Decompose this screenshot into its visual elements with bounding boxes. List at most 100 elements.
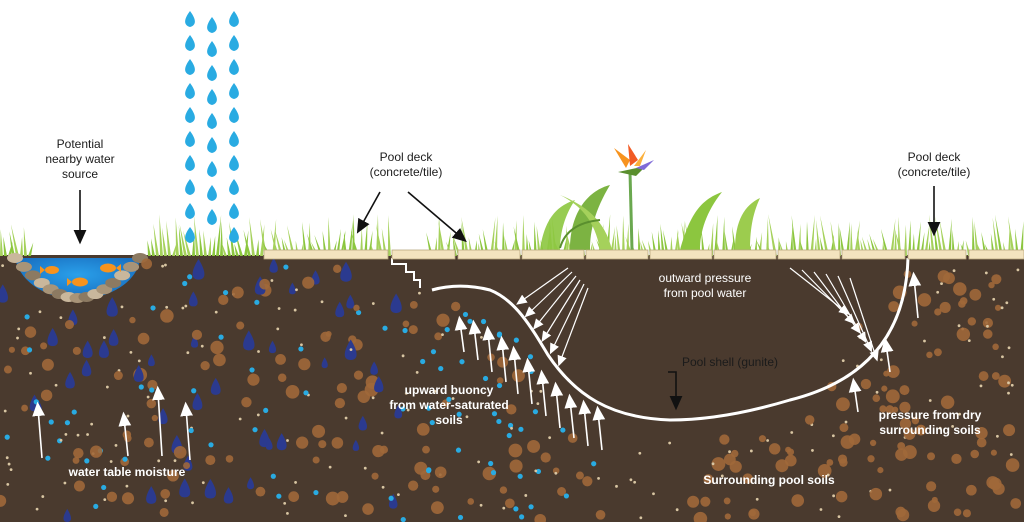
grass-blade [178,225,183,256]
saturated-soil-drop [346,294,355,309]
moisture-dot [254,299,260,305]
outward-pressure-label: outward pressure from pool water [658,271,752,300]
grass-blade [513,226,521,256]
soil-stone [336,382,347,394]
soil-stone [742,473,753,484]
grass-blade [438,216,441,256]
pebble-icon [123,261,140,272]
soil-stone [881,385,888,392]
soil-stone [143,437,154,448]
soil-stone [241,397,252,408]
soil-stone [962,509,971,518]
sand-grain [415,370,419,374]
grass-blade [490,217,496,256]
grass-blade [799,240,805,256]
grass-blade [857,229,861,256]
saturated-soil-drop [223,487,234,504]
saturated-soil-drop [265,438,273,450]
fish-icon [40,263,121,287]
sand-grain [766,439,770,442]
soil-stone [896,508,910,522]
sand-grain [38,310,42,314]
grass-blade [179,224,187,256]
upward-pressure-arrow [522,357,536,405]
soil-stone [860,378,872,390]
upward-pressure-arrow [550,381,564,429]
soil-stone [879,405,887,413]
grass-blade [203,230,207,256]
soil-stone [72,456,80,464]
soil-stone [967,317,977,326]
grass-blade [798,224,801,256]
grass-blade [916,221,921,256]
soil-stone [334,397,346,409]
moisture-dot [459,359,465,365]
grass-blade [566,225,569,256]
sand-grain [59,438,63,442]
soil-stone [552,467,560,474]
grass-blade [640,241,645,256]
soil-stone [927,499,941,512]
sand-grain [1016,268,1020,272]
water-table-label: water table moisture [68,465,186,479]
sand-grain [201,481,205,485]
moisture-dot [150,305,156,311]
sand-grain [524,494,528,497]
grass-blade [674,230,679,256]
sand-grain [967,339,971,343]
soil-stone [883,370,890,377]
sand-grain [344,514,347,518]
sand-grain [54,383,58,387]
grass-blade [638,228,641,256]
rain-drop-icon [207,89,217,105]
rain-drop-icon [229,11,239,27]
moisture-dot [532,409,539,415]
soil-stone [24,326,37,338]
upward-pressure-arrow [454,315,468,353]
sand-grain [1007,346,1011,350]
saturated-soil-drop [65,371,75,389]
moisture-dot [84,458,90,464]
soil-stone [970,449,980,459]
callout-lines [73,186,941,411]
soil-stone [90,445,103,458]
moisture-dot [480,318,487,325]
soil-stone [791,494,805,507]
soil-stone [775,459,789,473]
grass-blade [894,229,903,256]
sand-grain [59,316,63,320]
grass-blade [438,219,445,256]
moisture-dot [218,334,224,340]
grass-blade [212,235,216,256]
soil-stone [302,276,315,289]
soil-stone [482,466,497,481]
moisture-dot [457,514,464,521]
pressure-arrow [557,287,589,367]
soil-stone [336,491,349,503]
pressure-arrow [825,273,867,344]
soil-stone [151,414,158,422]
upward-pressure-arrow [564,393,578,439]
saturated-soil-drop [352,439,360,451]
saturated-soil-drop [321,357,328,369]
moisture-dot [208,442,214,448]
upward-pressure-arrow [508,345,522,395]
soil-stone [897,442,906,450]
rain-drop-icon [185,155,195,171]
grass-blade [226,237,231,256]
sand-grain [923,339,926,343]
moisture-dot [382,325,388,331]
pressure-arrow [516,267,569,305]
rain-drop-icon [207,161,217,177]
bird-of-paradise-flower-icon [614,144,654,251]
soil-stone [422,445,430,454]
pebble-icon [105,277,122,288]
grass-blade [478,233,485,256]
sand-grain [539,389,543,393]
grass-blade [151,238,155,256]
pressure-arrow [837,275,872,353]
sand-grain [63,481,67,485]
grass-blade [388,215,391,256]
moisture-dot [488,460,494,467]
sand-grain [888,488,892,492]
